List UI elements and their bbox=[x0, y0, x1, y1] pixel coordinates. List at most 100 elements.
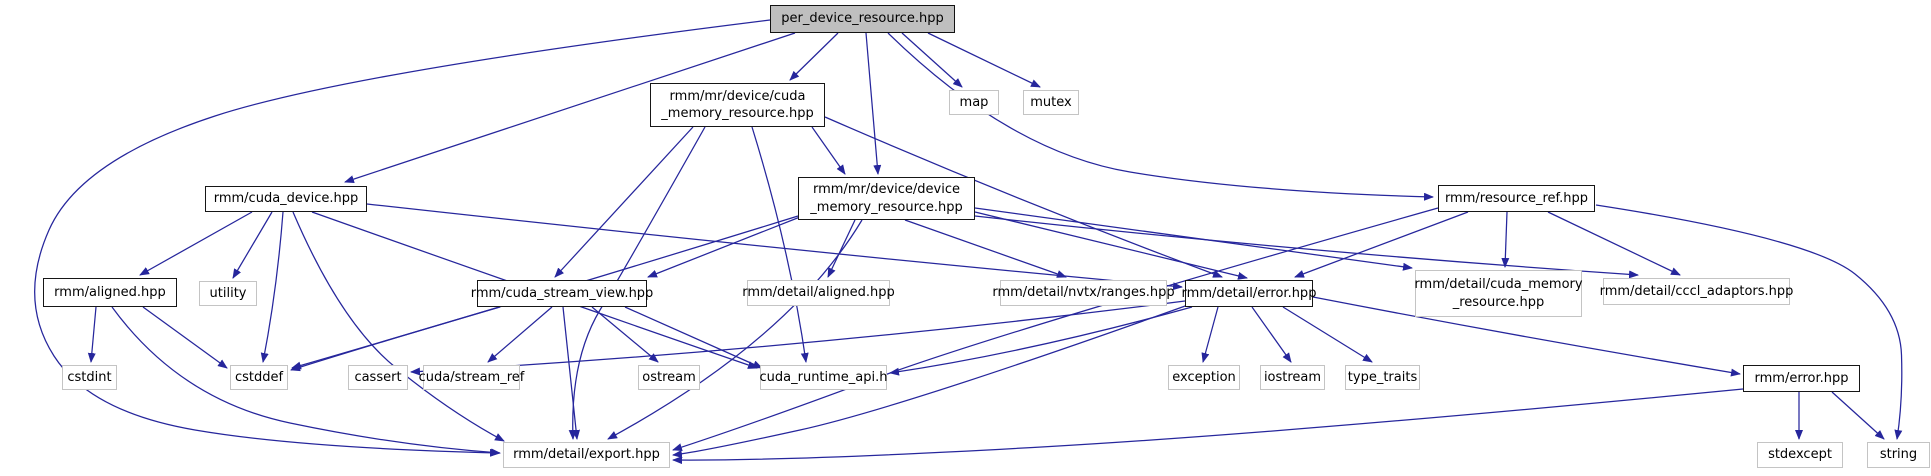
edge-mr_cuda_memory_resource-to-mr_device_memory_resource bbox=[811, 126, 846, 175]
node-label-line: rmm/resource_ref.hpp bbox=[1444, 190, 1589, 206]
node-detail_cuda_memory_resource: rmm/detail/cuda_memory_resource.hpp bbox=[1414, 270, 1583, 317]
node-detail_export: rmm/detail/export.hpp bbox=[503, 442, 670, 468]
node-mr_device_memory_resource[interactable]: rmm/mr/device/device_memory_resource.hpp bbox=[798, 177, 975, 220]
edge-mr_device_memory_resource-to-cuda_stream_view bbox=[647, 216, 801, 278]
node-label-line: stdexcept bbox=[1768, 447, 1832, 463]
node-map: map bbox=[949, 90, 999, 115]
node-cstdint: cstdint bbox=[62, 365, 117, 390]
node-detail_error[interactable]: rmm/detail/error.hpp bbox=[1182, 280, 1316, 307]
node-ostream: ostream bbox=[638, 365, 700, 390]
edge-cuda_device-to-utility bbox=[232, 211, 273, 279]
edge-detail_error-to-type_traits bbox=[1282, 306, 1373, 363]
edge-rmm_error-to-string bbox=[1831, 391, 1885, 440]
node-detail_cccl_adaptors: rmm/detail/cccl_adaptors.hpp bbox=[1600, 278, 1793, 305]
node-label-line: cuda_runtime_api.h bbox=[759, 369, 888, 385]
node-cuda_stream_view[interactable]: rmm/cuda_stream_view.hpp bbox=[471, 280, 653, 307]
node-label-line: cassert bbox=[354, 369, 402, 385]
node-string: string bbox=[1867, 442, 1930, 468]
node-rmm_error[interactable]: rmm/error.hpp bbox=[1743, 365, 1860, 392]
edge-cuda_device-to-cstddef bbox=[260, 211, 284, 363]
node-mr_cuda_memory_resource[interactable]: rmm/mr/device/cuda _memory_resource.hpp bbox=[650, 83, 825, 127]
edge-mr_device_memory_resource-to-detail_aligned bbox=[827, 219, 856, 278]
edge-detail_error-to-cuda_runtime_api bbox=[889, 306, 1193, 376]
node-cassert: cassert bbox=[348, 365, 408, 390]
node-label-line: rmm/detail/cuda_memory bbox=[1414, 277, 1583, 293]
node-cuda_device[interactable]: rmm/cuda_device.hpp bbox=[205, 186, 367, 212]
node-resource_ref[interactable]: rmm/resource_ref.hpp bbox=[1438, 185, 1595, 212]
edge-aligned-to-cstdint bbox=[87, 306, 97, 363]
edge-mr_device_memory_resource-to-detail_export bbox=[607, 219, 863, 440]
edge-mr_cuda_memory_resource-to-detail_error bbox=[824, 116, 1223, 278]
edge-aligned-to-detail_export bbox=[111, 306, 501, 457]
edge-per_device_resource-to-mr_device_memory_resource bbox=[865, 32, 882, 175]
edge-rmm_error-to-detail_export bbox=[672, 388, 1744, 465]
node-utility: utility bbox=[199, 281, 257, 306]
node-exception: exception bbox=[1168, 365, 1240, 390]
edge-group bbox=[34, 19, 1903, 465]
edge-cuda_stream_view-to-detail_export bbox=[562, 306, 581, 440]
node-stdexcept: stdexcept bbox=[1757, 442, 1843, 468]
node-label-line: rmm/detail/nvtx/ranges.hpp bbox=[992, 285, 1175, 301]
node-label-line: rmm/detail/aligned.hpp bbox=[742, 285, 895, 301]
edge-resource_ref-to-detail_cccl_adaptors bbox=[1547, 211, 1681, 276]
node-label-line: _memory_resource.hpp bbox=[810, 199, 963, 215]
edge-aligned-to-cstddef bbox=[142, 306, 228, 369]
edge-cuda_stream_view-to-cstddef bbox=[290, 306, 501, 372]
edge-per_device_resource-to-map bbox=[901, 32, 963, 88]
node-detail_aligned: rmm/detail/aligned.hpp bbox=[742, 280, 895, 306]
node-label-line: rmm/cuda_device.hpp bbox=[213, 191, 359, 207]
edge-mr_cuda_memory_resource-to-cuda_stream_view bbox=[554, 126, 694, 278]
edge-per_device_resource-to-detail_export bbox=[34, 19, 771, 457]
node-cuda_stream_ref: cuda/stream_ref bbox=[419, 365, 524, 390]
edge-mr_device_memory_resource-to-detail_nvtx_ranges bbox=[904, 219, 1067, 278]
edge-cuda_device-to-detail_export bbox=[292, 211, 505, 442]
node-label-line: ostream bbox=[642, 369, 696, 385]
edge-per_device_resource-to-mr_cuda_memory_resource bbox=[789, 32, 839, 81]
node-label-line: cstddef bbox=[234, 369, 284, 385]
node-label-line: rmm/detail/error.hpp bbox=[1181, 285, 1317, 301]
node-cuda_runtime_api: cuda_runtime_api.h bbox=[759, 365, 888, 390]
edge-cuda_device-to-detail_error bbox=[366, 203, 1183, 291]
node-cstddef: cstddef bbox=[230, 365, 288, 390]
edge-cuda_stream_view-to-cuda_stream_ref bbox=[487, 306, 553, 363]
node-label-line: rmm/aligned.hpp bbox=[54, 284, 166, 300]
edge-detail_error-to-iostream bbox=[1251, 306, 1292, 363]
node-label-line: _memory_resource.hpp bbox=[661, 106, 814, 121]
edge-detail_error-to-rmm_error bbox=[1312, 296, 1741, 377]
node-type_traits: type_traits bbox=[1345, 365, 1420, 390]
node-label-line: type_traits bbox=[1347, 369, 1418, 385]
node-label-line: string bbox=[1879, 447, 1918, 463]
node-label-line: _resource.hpp bbox=[1452, 294, 1545, 310]
edge-cuda_stream_view-to-cuda_runtime_api bbox=[624, 306, 763, 369]
node-label-line: cuda/stream_ref bbox=[418, 369, 525, 385]
edge-detail_error-to-detail_export bbox=[672, 304, 1189, 458]
node-detail_nvtx_ranges: rmm/detail/nvtx/ranges.hpp bbox=[992, 280, 1175, 306]
edge-mr_device_memory_resource-to-detail_error bbox=[974, 211, 1248, 280]
edge-cuda_device-to-aligned bbox=[139, 211, 253, 276]
node-label-line: per_device_resource.hpp bbox=[781, 11, 944, 27]
node-label-line: cstdint bbox=[67, 369, 112, 385]
node-label-line: rmm/cuda_stream_view.hpp bbox=[470, 285, 654, 301]
edge-mr_device_memory_resource-to-detail_cccl_adaptors bbox=[974, 215, 1639, 279]
node-label-line: rmm/mr/device/device bbox=[813, 182, 960, 198]
node-label-line: map bbox=[959, 94, 989, 110]
edge-mr_cuda_memory_resource-to-cuda_runtime_api bbox=[751, 126, 809, 363]
node-label-line: mutex bbox=[1030, 94, 1072, 110]
node-label-line: rmm/mr/device/cuda bbox=[669, 88, 806, 104]
node-label-line: utility bbox=[209, 285, 247, 301]
node-aligned[interactable]: rmm/aligned.hpp bbox=[43, 278, 177, 307]
node-iostream: iostream bbox=[1260, 365, 1325, 390]
node-label-line: rmm/error.hpp bbox=[1754, 370, 1849, 386]
node-mutex: mutex bbox=[1023, 90, 1079, 115]
edge-resource_ref-to-detail_export bbox=[672, 207, 1439, 452]
edge-per_device_resource-to-cuda_device bbox=[344, 32, 796, 183]
edge-detail_error-to-exception bbox=[1201, 306, 1219, 363]
node-label-line: rmm/detail/export.hpp bbox=[513, 447, 660, 463]
edge-per_device_resource-to-mutex bbox=[927, 32, 1041, 88]
edge-per_device_resource-to-resource_ref bbox=[887, 32, 1434, 201]
edge-resource_ref-to-detail_cuda_memory_resource bbox=[1501, 211, 1510, 268]
node-label-line: exception bbox=[1172, 369, 1236, 385]
node-per_device_resource: per_device_resource.hpp bbox=[770, 5, 955, 33]
